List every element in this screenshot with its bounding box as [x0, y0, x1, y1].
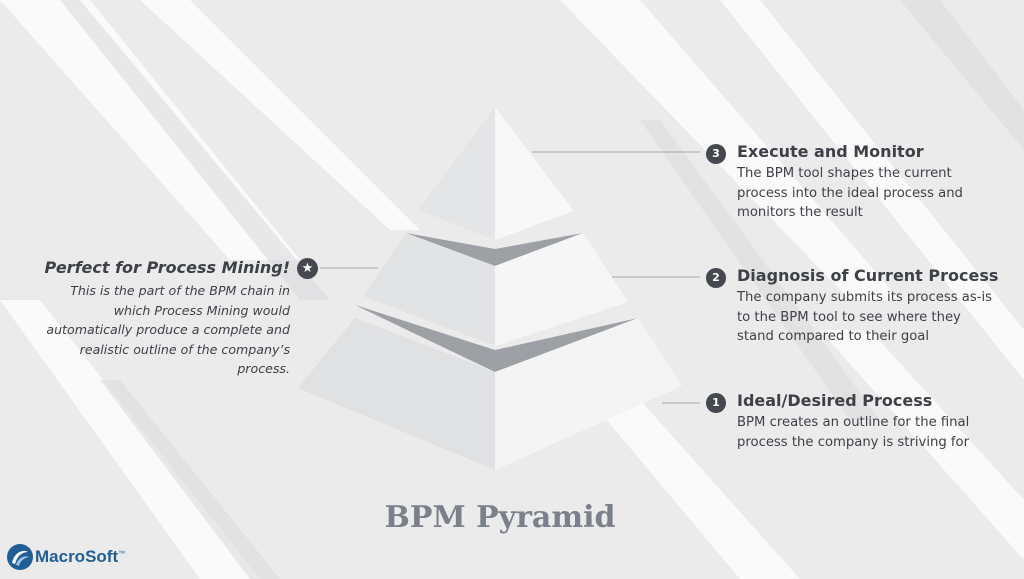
step-title: Diagnosis of Current Process	[737, 266, 999, 285]
step-number-badge: 3	[706, 144, 726, 164]
star-icon: ★	[297, 258, 318, 279]
trademark-symbol: ™	[118, 550, 126, 558]
note-description: This is the part of the BPM chain in whi…	[46, 283, 290, 376]
step-description: The company submits its process as-is to…	[737, 290, 993, 344]
step-description: The BPM tool shapes the current process …	[737, 166, 963, 220]
step-description: BPM creates an outline for the final pro…	[737, 415, 970, 450]
step-number-badge: 2	[706, 268, 726, 288]
diagram-title: BPM Pyramid	[384, 500, 616, 535]
logo-swirl-icon	[7, 544, 33, 570]
logo-wordmark: MacroSoft™	[35, 547, 126, 566]
pyramid-tier-1	[298, 305, 682, 470]
note-title: Perfect for Process Mining!	[44, 258, 290, 277]
pyramid-tier-3	[418, 107, 574, 240]
step-number-badge: 1	[706, 393, 726, 413]
step-title: Ideal/Desired Process	[737, 391, 933, 410]
step-title: Execute and Monitor	[737, 142, 924, 161]
process-mining-note: Perfect for Process Mining! This is the …	[40, 258, 290, 379]
pyramid-tier-2	[363, 233, 628, 346]
